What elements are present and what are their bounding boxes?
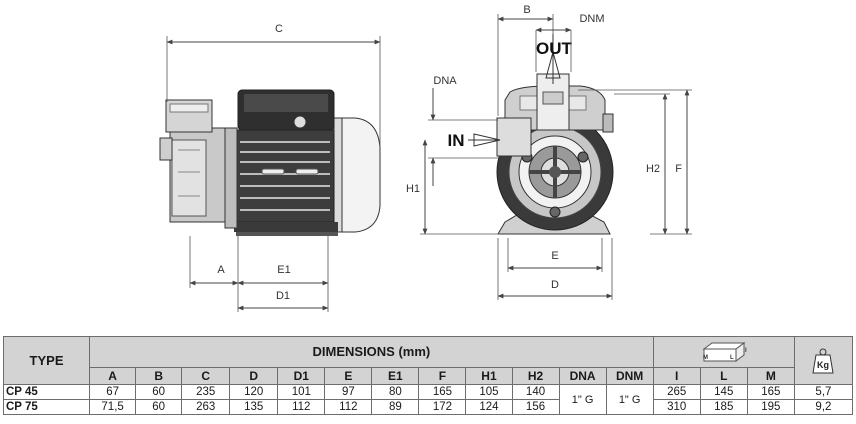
cell-d1: 112 <box>277 399 326 415</box>
col-d1: D1 <box>277 367 326 385</box>
in-label: IN <box>448 131 465 150</box>
cell-b: 60 <box>135 384 183 400</box>
cell-d: 120 <box>229 384 279 400</box>
col-dnm: DNM <box>605 367 654 385</box>
cell-d: 135 <box>229 399 279 415</box>
svg-text:L: L <box>730 355 734 361</box>
dim-label-dnm: DNM <box>579 13 604 25</box>
weight-header: Kg <box>793 336 854 385</box>
col-f: F <box>418 367 467 385</box>
dim-label-e: E <box>551 250 558 262</box>
dim-label-f: F <box>675 163 682 175</box>
cell-e: 97 <box>324 384 373 400</box>
dim-label-h1: H1 <box>406 183 420 195</box>
cell-f: 165 <box>418 384 467 400</box>
dim-label-d1: D1 <box>276 290 290 302</box>
cell-c: 235 <box>181 384 231 400</box>
dim-label-c: C <box>275 23 283 35</box>
dim-label-h2: H2 <box>646 163 660 175</box>
cell-a: 67 <box>89 384 137 400</box>
table-row: CP 45 67 60 235 120 101 97 80 165 105 14… <box>2 384 854 415</box>
cell-l: 145 <box>699 384 748 400</box>
cell-d1: 101 <box>277 384 326 400</box>
cell-h1: 105 <box>465 384 513 400</box>
cell-e: 112 <box>324 399 373 415</box>
cell-e1: 80 <box>371 384 420 400</box>
cell-dna: 1" G <box>558 384 607 415</box>
model-cell: CP 75 <box>2 399 91 415</box>
table-row: CP 75 71,5 60 263 135 112 112 89 172 124… <box>2 399 854 415</box>
cell-m: 165 <box>746 384 795 400</box>
col-i: I <box>652 367 701 385</box>
cell-c: 263 <box>181 399 231 415</box>
col-d: D <box>229 367 279 385</box>
cell-dnm: 1" G <box>605 384 654 415</box>
cell-m: 195 <box>746 399 795 415</box>
cell-i: 265 <box>652 384 701 400</box>
cell-b: 60 <box>135 399 183 415</box>
dimensions-header: DIMENSIONS (mm) <box>89 336 654 368</box>
dim-label-a: A <box>217 264 225 276</box>
pump-dimension-drawing: C A E1 D1 <box>159 4 692 312</box>
cell-kg: 5,7 <box>793 384 854 400</box>
col-dna: DNA <box>558 367 607 385</box>
weight-icon: Kg <box>812 348 835 373</box>
svg-text:I: I <box>745 348 747 354</box>
package-header: M L I <box>652 336 795 368</box>
col-l: L <box>699 367 748 385</box>
model-cell: CP 45 <box>2 384 91 400</box>
cell-h2: 140 <box>511 384 560 400</box>
dim-label-e1: E1 <box>277 264 290 276</box>
type-header: TYPE <box>2 336 91 385</box>
col-e1: E1 <box>371 367 420 385</box>
col-e: E <box>324 367 373 385</box>
svg-text:M: M <box>703 355 708 361</box>
pump-front-view: OUT IN B DNM DNA <box>406 4 692 300</box>
col-m: M <box>746 367 795 385</box>
cell-l: 185 <box>699 399 748 415</box>
col-c: C <box>181 367 231 385</box>
cell-h1: 124 <box>465 399 513 415</box>
cell-e1: 89 <box>371 399 420 415</box>
cell-i: 310 <box>652 399 701 415</box>
col-a: A <box>89 367 137 385</box>
dimensions-table: TYPE DIMENSIONS (mm) M L I Kg <box>2 336 854 415</box>
cell-a: 71,5 <box>89 399 137 415</box>
col-h1: H1 <box>465 367 513 385</box>
cell-h2: 156 <box>511 399 560 415</box>
svg-text:Kg: Kg <box>817 360 829 370</box>
dim-label-dna: DNA <box>433 75 457 87</box>
dim-label-d: D <box>551 279 559 291</box>
package-box-icon: M L I <box>702 342 747 362</box>
col-h2: H2 <box>511 367 560 385</box>
col-b: B <box>135 367 183 385</box>
cell-kg: 9,2 <box>793 399 854 415</box>
dim-label-b: B <box>523 4 530 16</box>
cell-f: 172 <box>418 399 467 415</box>
pump-side-view: C A E1 D1 <box>159 23 381 312</box>
out-label: OUT <box>536 39 573 58</box>
